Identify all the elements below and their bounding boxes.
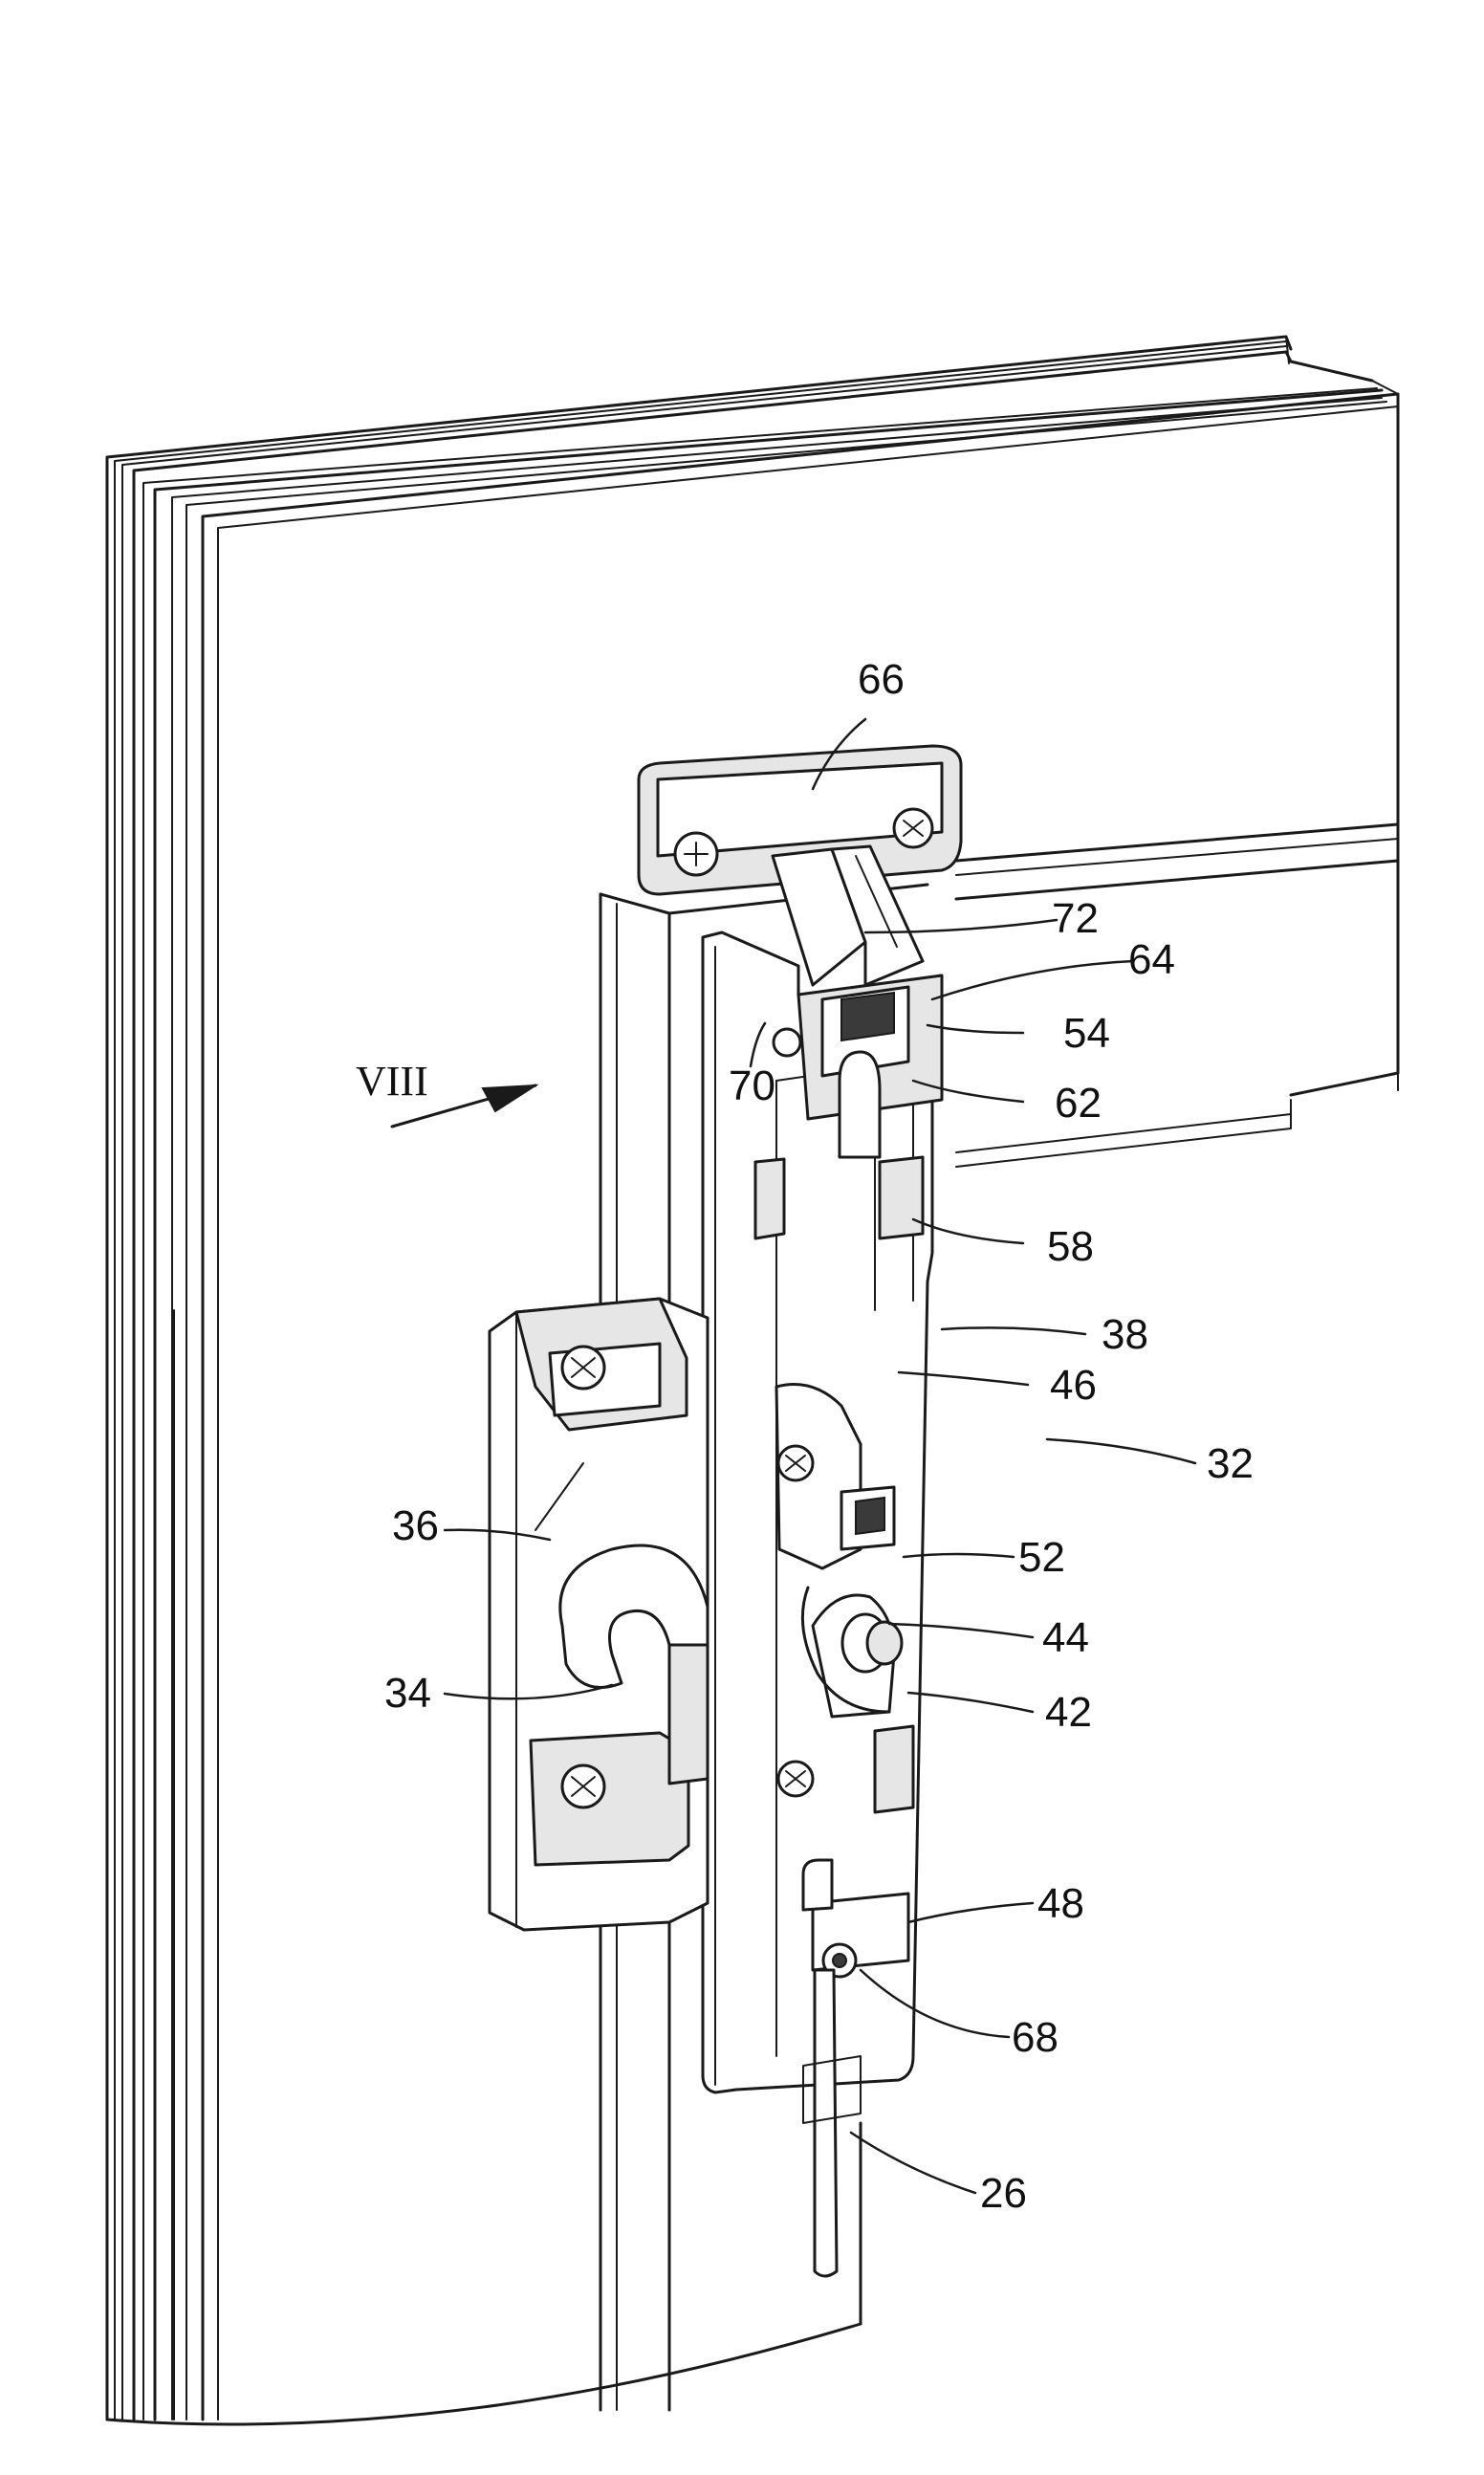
callout-68: 68 (1012, 2014, 1058, 2061)
callout-34: 34 (384, 1670, 431, 1717)
callout-38: 38 (1102, 1311, 1148, 1358)
view-label: VIII (356, 1058, 428, 1105)
callout-32: 32 (1207, 1440, 1254, 1487)
view-arrow: VIII (356, 1058, 535, 1127)
callout-70: 70 (729, 1062, 775, 1109)
callout-42: 42 (1045, 1689, 1092, 1736)
callout-58: 58 (1047, 1223, 1094, 1270)
sash-rail (956, 824, 1398, 1167)
callout-64: 64 (1128, 936, 1175, 983)
callout-66: 66 (858, 656, 905, 703)
callout-46: 46 (1050, 1362, 1097, 1409)
callout-48: 48 (1037, 1880, 1084, 1927)
callout-62: 62 (1055, 1080, 1102, 1127)
callout-36: 36 (392, 1502, 439, 1549)
callout-52: 52 (1018, 1534, 1065, 1581)
callout-44: 44 (1042, 1614, 1089, 1661)
keeper-block (490, 1299, 708, 1930)
callout-72: 72 (1052, 895, 1099, 942)
callout-54: 54 (1063, 1010, 1110, 1057)
callout-26: 26 (980, 2170, 1027, 2217)
